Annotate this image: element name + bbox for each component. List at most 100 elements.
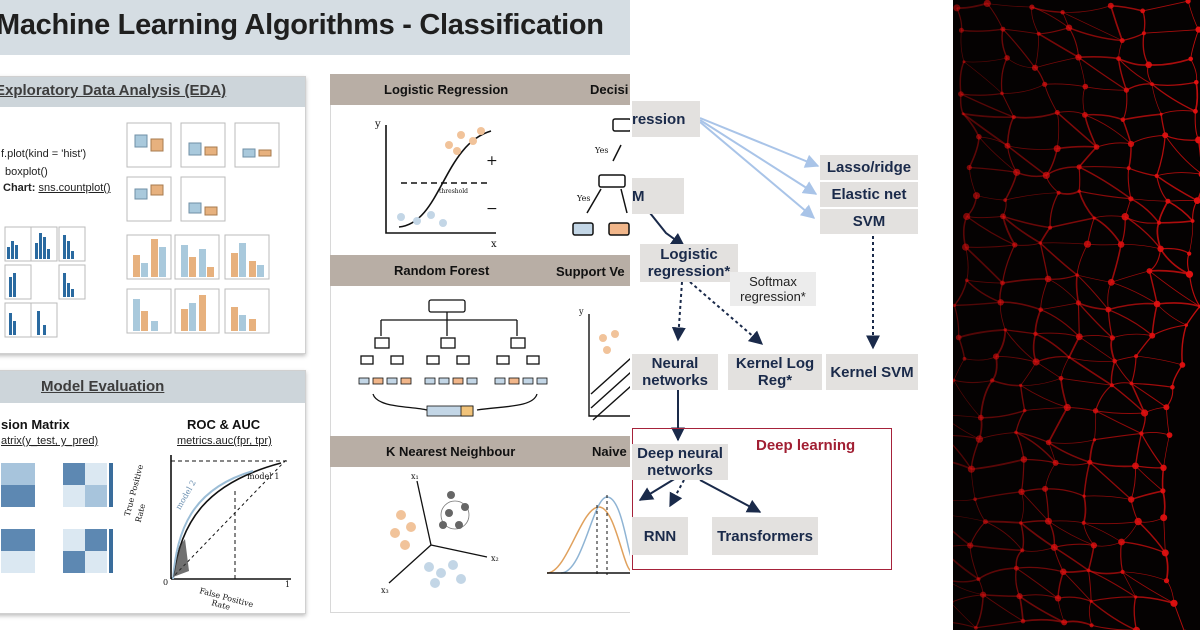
network-link	[1156, 303, 1187, 326]
network-link	[965, 247, 969, 281]
network-node	[955, 334, 962, 341]
network-node	[967, 542, 974, 549]
network-link	[1077, 302, 1113, 339]
network-link	[1127, 168, 1132, 199]
network-node	[1029, 4, 1035, 10]
network-link	[1090, 600, 1137, 630]
random-forest-sketch: y	[358, 299, 630, 421]
network-node	[973, 192, 980, 200]
network-link	[953, 380, 982, 418]
network-node	[962, 243, 970, 251]
network-link	[1007, 145, 1058, 150]
network-link	[1108, 309, 1153, 337]
network-link	[1121, 521, 1139, 543]
network-link	[958, 328, 1006, 339]
network-link	[1108, 302, 1158, 311]
network-link	[1020, 361, 1037, 386]
network-link	[1082, 86, 1086, 116]
network-node	[976, 134, 982, 140]
network-link	[1040, 309, 1080, 338]
network-node	[965, 278, 969, 283]
network-node	[976, 577, 981, 582]
network-node	[962, 60, 966, 64]
network-link	[1056, 111, 1098, 148]
network-link	[1039, 227, 1051, 244]
network-node	[1159, 112, 1163, 116]
network-link	[1054, 543, 1095, 548]
network-link	[1044, 462, 1056, 489]
network-link	[1148, 58, 1191, 66]
network-node	[1089, 623, 1094, 628]
eda-code-chart: Chart: sns.countplot()	[3, 182, 111, 194]
network-node	[1042, 171, 1050, 179]
network-node	[1061, 619, 1068, 626]
network-link	[966, 279, 1003, 284]
network-link	[1164, 135, 1200, 174]
network-link	[974, 499, 986, 522]
logistic-y-axis-label: y	[374, 119, 381, 130]
svm-y-axis-label: y	[578, 307, 584, 316]
network-node	[1092, 438, 1097, 442]
network-link	[1163, 517, 1166, 553]
network-link	[966, 279, 1001, 303]
network-link	[1164, 134, 1199, 141]
roc-one-label: 1	[285, 580, 290, 589]
network-link	[1134, 433, 1143, 466]
network-link	[1057, 596, 1092, 602]
network-link	[1079, 166, 1129, 169]
network-link	[961, 28, 1003, 32]
network-link	[1048, 520, 1095, 546]
network-node	[961, 112, 965, 116]
network-node	[1038, 307, 1043, 313]
decision-yes-label-2: Yes	[576, 194, 590, 203]
network-link	[1095, 384, 1113, 412]
network-link	[1013, 111, 1058, 119]
network-node	[1118, 538, 1125, 546]
roc-title: ROC & AUC	[187, 417, 261, 432]
network-link	[1060, 357, 1070, 379]
network-link	[1015, 568, 1021, 597]
network-link	[1079, 190, 1131, 200]
network-node	[1054, 595, 1062, 602]
network-link	[1031, 7, 1039, 34]
network-link	[1076, 274, 1109, 310]
network-node	[1188, 56, 1193, 62]
network-node	[1195, 26, 1200, 33]
network-node	[1013, 168, 1021, 176]
network-link	[1078, 190, 1095, 219]
network-link	[959, 93, 964, 115]
network-link	[1093, 217, 1122, 245]
network-node	[1193, 108, 1198, 114]
network-link	[1161, 467, 1165, 492]
network-node	[1081, 520, 1086, 525]
network-link	[1107, 309, 1114, 339]
network-link	[1111, 270, 1150, 283]
network-link	[1084, 113, 1124, 121]
network-link	[1035, 356, 1070, 363]
kernel-svm-node: Kernel SVM	[826, 354, 918, 390]
network-link	[1166, 407, 1170, 436]
network-node	[963, 212, 971, 221]
network-link	[1078, 56, 1119, 60]
network-link	[963, 57, 1008, 63]
network-node	[1011, 115, 1016, 120]
network-node	[1107, 278, 1115, 286]
network-link	[1068, 356, 1113, 386]
network-node	[1134, 595, 1138, 599]
network-node	[1031, 64, 1039, 71]
deep-neural-networks-node: Deep neural networks	[632, 444, 728, 480]
network-link	[1158, 200, 1169, 223]
network-link	[1160, 114, 1166, 136]
network-node	[974, 625, 978, 630]
network-link	[1167, 200, 1194, 222]
network-node	[1020, 548, 1025, 553]
network-node	[1170, 384, 1175, 390]
network-link	[1031, 6, 1070, 29]
network-node	[1016, 593, 1023, 600]
softmax-regression-node: Softmax regression*	[730, 272, 816, 306]
network-link	[1031, 6, 1063, 14]
roc-model2-label: model 2	[174, 479, 198, 512]
network-link	[1040, 278, 1049, 310]
network-node	[1107, 2, 1114, 9]
network-link	[975, 594, 984, 629]
